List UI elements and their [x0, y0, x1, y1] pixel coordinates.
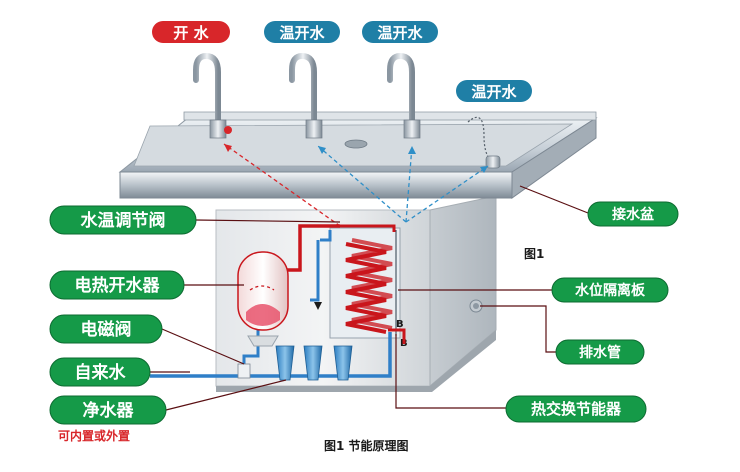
svg-text:温开水: 温开水 — [279, 24, 325, 42]
svg-text:温开水: 温开水 — [471, 83, 517, 101]
callout-water-purifier: 净水器 — [49, 395, 167, 425]
faucet-warm-1[interactable] — [289, 52, 323, 139]
svg-text:自来水: 自来水 — [75, 362, 127, 383]
electric-boiler-unit — [237, 251, 289, 347]
figure-caption: 图1 节能原理图 — [324, 438, 409, 453]
label-boiling-water: 开 水 — [152, 21, 230, 43]
faucet-warm-3-fountain[interactable] — [467, 116, 501, 169]
figure-label: 图1 — [524, 247, 544, 261]
faucet-boiling[interactable] — [193, 52, 232, 139]
callout-heat-exchanger: 热交换节能器 — [505, 395, 647, 423]
svg-text:净水器: 净水器 — [83, 400, 135, 421]
callout-level-divider: 水位隔离板 — [551, 277, 669, 303]
label-warm-water-2: 温开水 — [362, 21, 438, 43]
svg-text:接水盆: 接水盆 — [612, 206, 655, 223]
label-warm-water-1: 温开水 — [264, 21, 340, 43]
callout-drain-pipe: 排水管 — [555, 339, 645, 365]
label-warm-water-3: 温开水 — [456, 80, 532, 102]
purifier-cartridges — [275, 345, 353, 381]
drain-hole-icon — [344, 139, 368, 149]
callout-basin: 接水盆 — [587, 201, 679, 227]
svg-text:B: B — [396, 319, 404, 330]
svg-text:水温调节阀: 水温调节阀 — [81, 210, 166, 231]
callout-solenoid-valve: 电磁阀 — [49, 314, 163, 344]
svg-text:电热开水器: 电热开水器 — [75, 275, 161, 296]
svg-text:开 水: 开 水 — [173, 24, 209, 42]
purifier-note: 可内置或外置 — [58, 428, 130, 443]
faucet-warm-2[interactable] — [387, 52, 421, 139]
callout-tap-water: 自来水 — [49, 357, 151, 387]
svg-text:排水管: 排水管 — [579, 344, 621, 361]
callout-mixing-valve: 水温调节阀 — [49, 205, 197, 235]
svg-text:水位隔离板: 水位隔离板 — [575, 282, 646, 299]
callout-electric-boiler: 电热开水器 — [49, 270, 185, 300]
flow-lines — [223, 143, 489, 227]
svg-text:温开水: 温开水 — [377, 24, 423, 42]
solenoid-valve-unit — [237, 363, 251, 379]
flow-arrow-icon — [314, 302, 322, 310]
callout-lines — [150, 185, 589, 411]
sink-basin — [118, 111, 598, 199]
svg-text:热交换节能器: 热交换节能器 — [531, 400, 622, 418]
svg-text:电磁阀: 电磁阀 — [81, 319, 132, 340]
